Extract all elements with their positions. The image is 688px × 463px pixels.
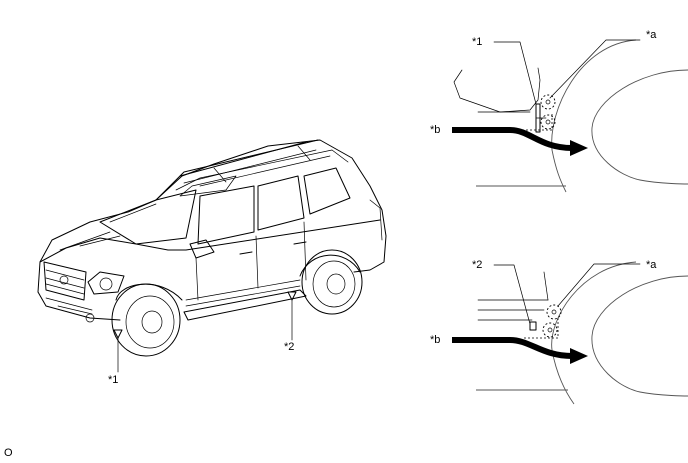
- car-marker-1-label: *1: [108, 374, 118, 386]
- top-detail-view: [452, 39, 688, 193]
- top-detail-b-label: *b: [430, 124, 440, 136]
- top-detail-a-label: *a: [646, 29, 657, 41]
- bottom-detail-b-label: *b: [430, 334, 440, 346]
- footer-code-label: O: [4, 447, 13, 459]
- vehicle-illustration: [37, 139, 387, 373]
- top-detail-marker-label: *1: [472, 36, 482, 48]
- bottom-detail-view: [452, 261, 688, 405]
- bottom-detail-a-label: *a: [646, 259, 657, 271]
- car-marker-2-label: *2: [284, 341, 294, 353]
- bottom-detail-marker-label: *2: [472, 259, 482, 271]
